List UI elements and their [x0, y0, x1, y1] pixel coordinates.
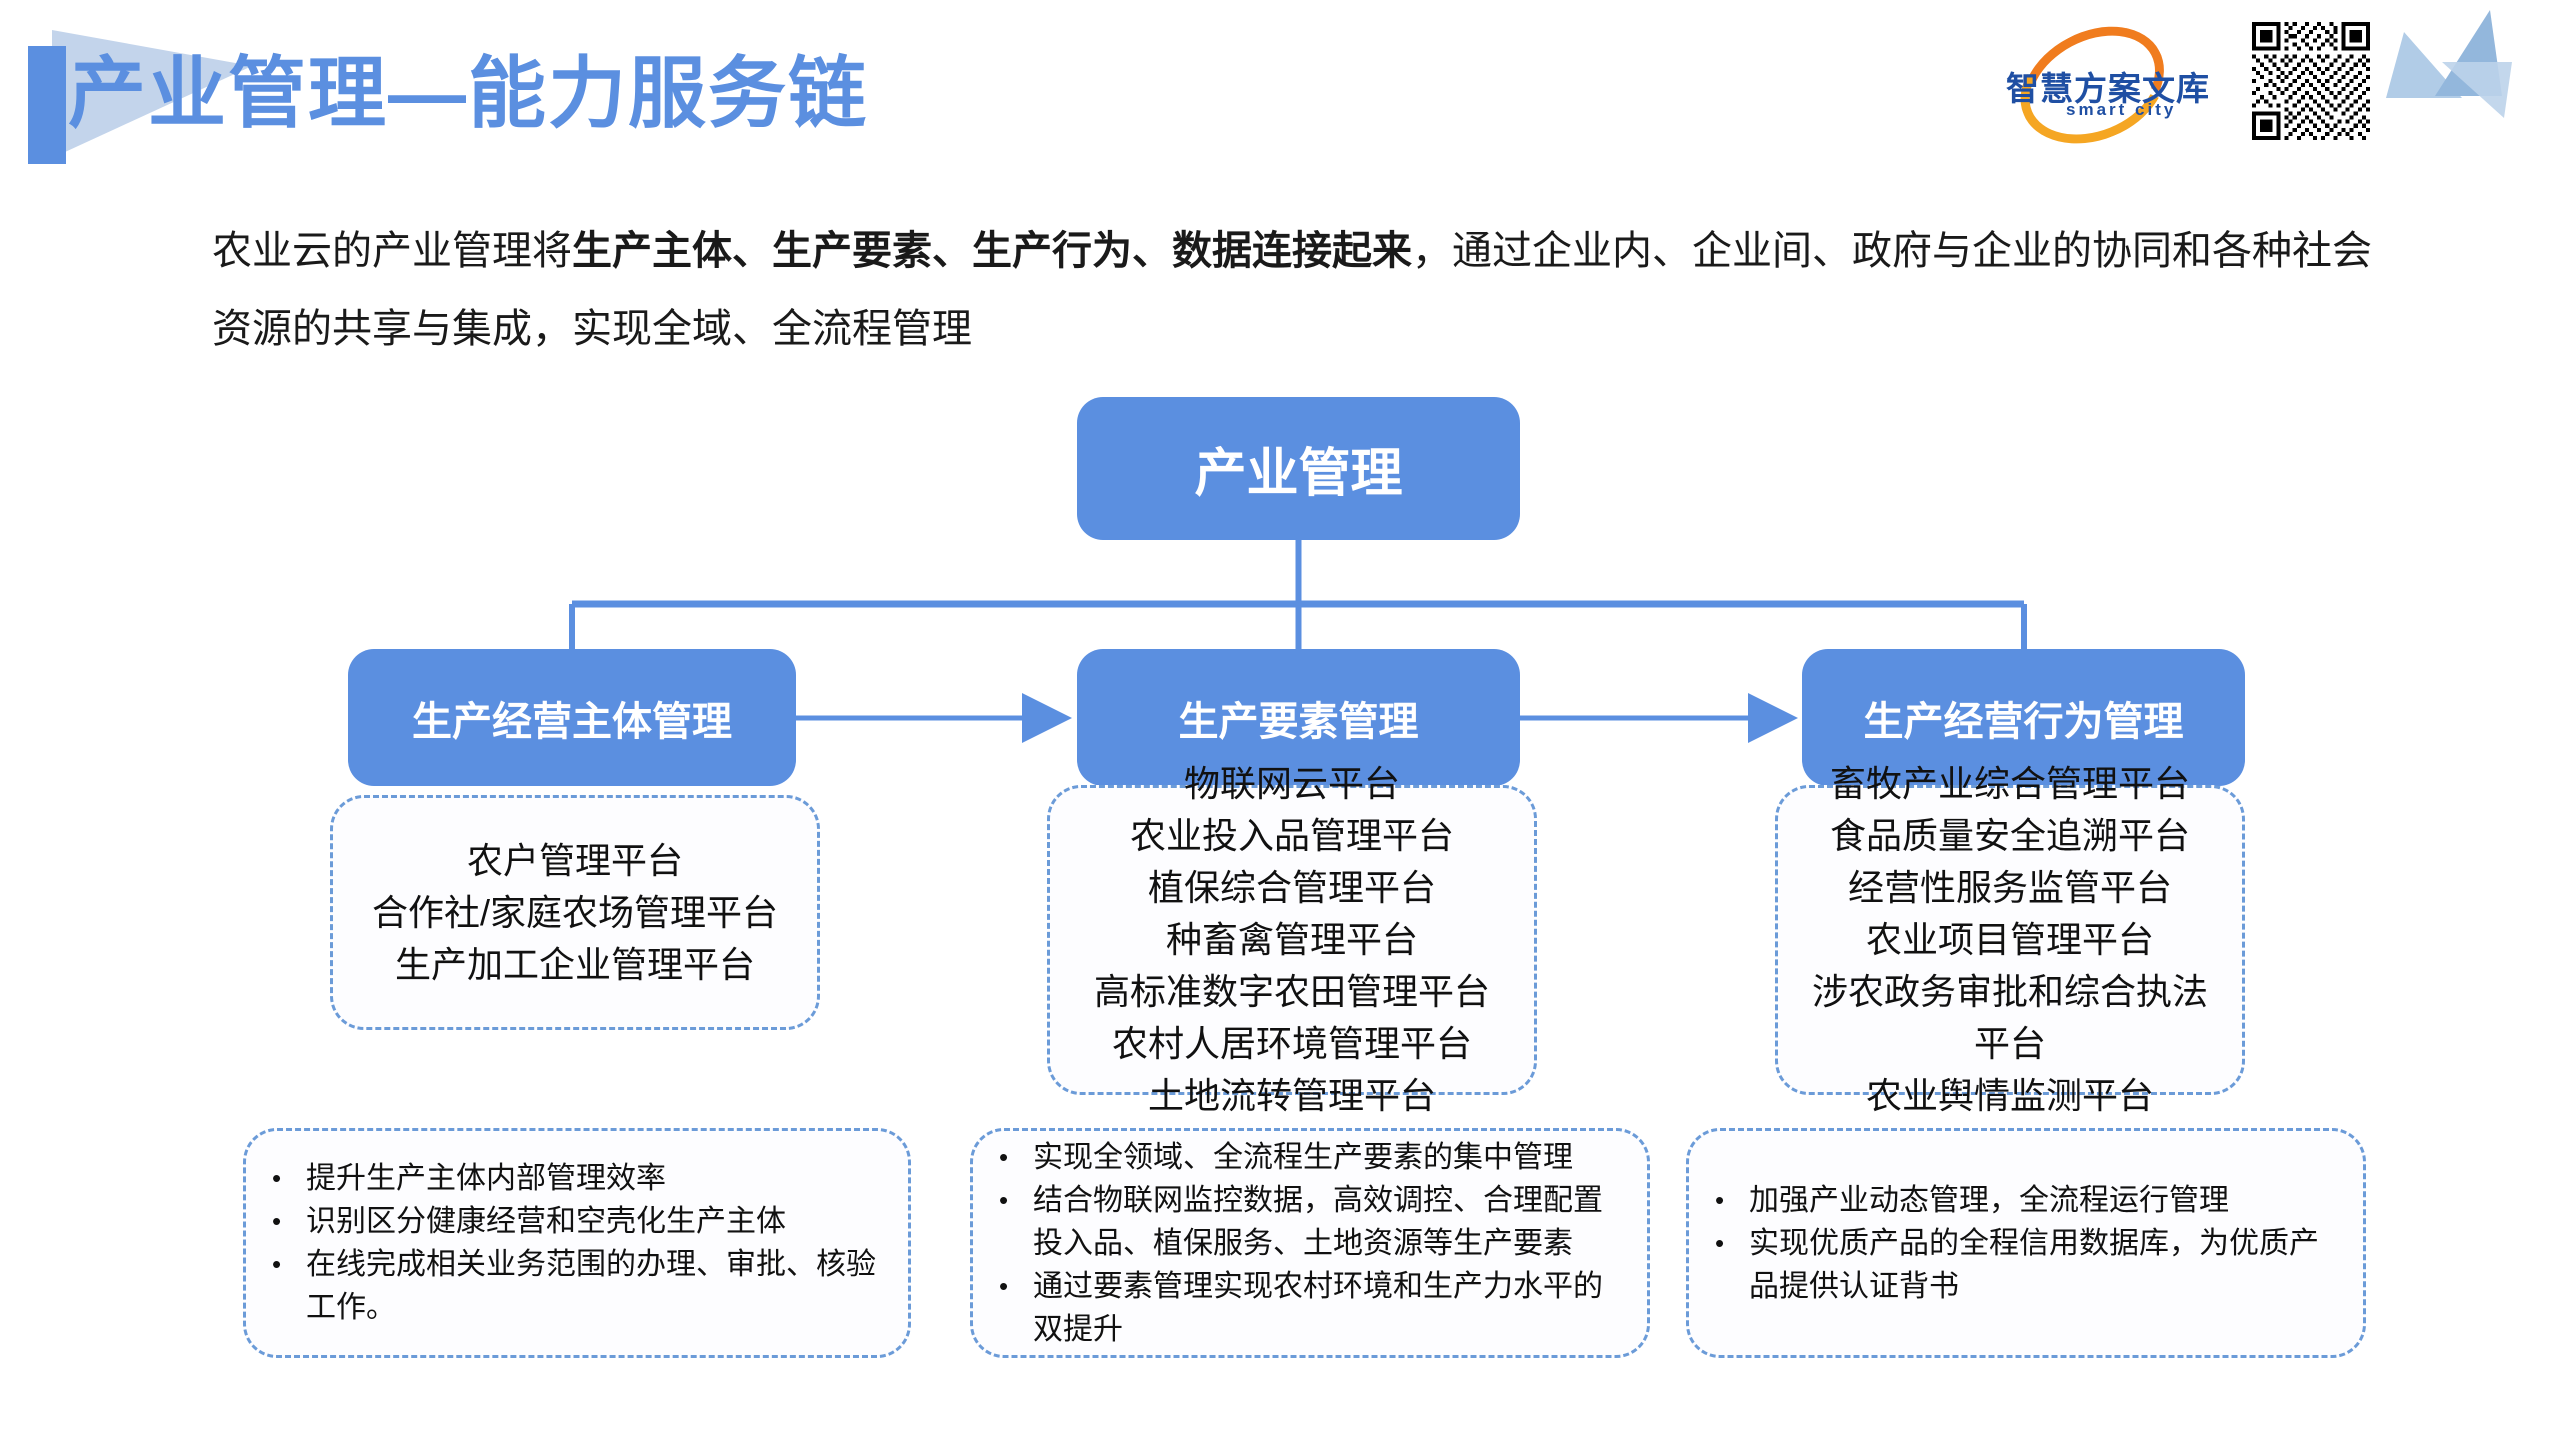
title-decor-triangle-icon [52, 30, 252, 158]
bullet-item: • 提升生产主体内部管理效率 [272, 1157, 878, 1200]
benefit-box-column-1: • 提升生产主体内部管理效率 • 识别区分健康经营和空壳化生产主体 • 在线完成相关业务范… [243, 1128, 911, 1358]
description-paragraph: 农业云的产业管理将生产主体、生产要素、生产行为、数据连接起来，通过企业内、企业间… [212, 212, 2402, 368]
node-root[interactable]: 产业管理 [1077, 397, 1520, 540]
platform-line: 农业项目管理平台 [1865, 919, 2154, 960]
benefit-box-column-2: • 实现全领域、全流程生产要素的集中管理 • 结合物联网监控数据，高效调控、合理配置投… [970, 1128, 1650, 1358]
platform-line: 农业舆情监测平台 [1865, 1075, 2154, 1116]
platform-panel-column-1: 农户管理平台合作社/家庭农场管理平台生产加工企业管理平台 [330, 795, 820, 1030]
bullet-text: 实现优质产品的全程信用数据库，为优质产品提供认证背书 [1749, 1226, 2319, 1303]
description-part2: ，通过企业内、企业间、政府与企业的协同和各种社会资源的共享与集成，实现全域、全流… [212, 229, 2372, 351]
description-bold: 生产主体、生产要素、生产行为、数据连接起来 [572, 229, 1412, 273]
bullet-text: 实现全领域、全流程生产要素的集中管理 [1033, 1140, 1573, 1174]
bullet-item: • 加强产业动态管理，全流程运行管理 [1715, 1179, 2333, 1222]
description-part1: 农业云的产业管理将 [212, 229, 572, 273]
bullet-marker-icon: • [272, 1163, 282, 1193]
benefit-box-column-3: • 加强产业动态管理，全流程运行管理 • 实现优质产品的全程信用数据库，为优质产品提供… [1686, 1128, 2366, 1358]
logo-english-text: smart city [2066, 100, 2177, 119]
node-column-2[interactable]: 生产要素管理 [1077, 649, 1520, 786]
bullet-item: • 结合物联网监控数据，高效调控、合理配置投入品、植保服务、土地资源等生产要素 [999, 1179, 1617, 1265]
platform-line: 物联网云平台 [1183, 763, 1400, 804]
platform-line: 土地流转管理平台 [1147, 1075, 1436, 1116]
platform-line: 食品质量安全追溯平台 [1829, 815, 2190, 856]
bullet-text: 结合物联网监控数据，高效调控、合理配置投入品、植保服务、土地资源等生产要素 [1033, 1183, 1603, 1260]
platform-line: 平台 [1973, 1023, 2046, 1064]
bullet-marker-icon: • [999, 1270, 1009, 1301]
platform-line: 涉农政务审批和综合执法 [1811, 971, 2208, 1012]
bullet-text: 识别区分健康经营和空壳化生产主体 [306, 1205, 786, 1238]
platform-line: 合作社/家庭农场管理平台 [371, 891, 778, 933]
bullet-item: • 实现优质产品的全程信用数据库，为优质产品提供认证背书 [1715, 1222, 2333, 1308]
node-column-1[interactable]: 生产经营主体管理 [348, 649, 796, 786]
platform-line: 畜牧产业综合管理平台 [1829, 763, 2190, 804]
smart-city-logo: 智慧方案文库 smart city [1980, 3, 2230, 169]
bullet-text: 在线完成相关业务范围的办理、审批、核验工作。 [306, 1248, 876, 1324]
bullet-marker-icon: • [1715, 1184, 1725, 1215]
platform-panel-column-3: 畜牧产业综合管理平台食品质量安全追溯平台经营性服务监管平台农业项目管理平台涉农政… [1775, 763, 2245, 1116]
bullet-item: • 实现全领域、全流程生产要素的集中管理 [999, 1136, 1617, 1179]
page-title: 产业管理—能力服务链 [68, 49, 869, 137]
bullet-item: • 通过要素管理实现农村环境和生产力水平的双提升 [999, 1265, 1617, 1351]
platform-line: 高标准数字农田管理平台 [1093, 971, 1490, 1012]
title-accent-bar [28, 46, 66, 164]
qr-code-icon [2252, 22, 2370, 140]
bullet-marker-icon: • [272, 1206, 282, 1236]
bullet-text: 加强产业动态管理，全流程运行管理 [1749, 1183, 2229, 1217]
platform-line: 农村人居环境管理平台 [1111, 1023, 1472, 1064]
bullet-item: • 识别区分健康经营和空壳化生产主体 [272, 1200, 878, 1243]
bullet-marker-icon: • [1715, 1227, 1725, 1258]
bullet-item: • 在线完成相关业务范围的办理、审批、核验工作。 [272, 1243, 878, 1329]
platform-line: 经营性服务监管平台 [1847, 867, 2172, 908]
platform-line: 生产加工企业管理平台 [394, 943, 755, 985]
platform-line: 种畜禽管理平台 [1165, 919, 1418, 960]
platform-panel-column-2: 物联网云平台农业投入品管理平台植保综合管理平台种畜禽管理平台高标准数字农田管理平… [1047, 763, 1537, 1116]
node-column-3[interactable]: 生产经营行为管理 [1802, 649, 2245, 786]
platform-line: 农业投入品管理平台 [1129, 815, 1454, 856]
decor-triangle-c-icon [2442, 62, 2512, 118]
bullet-text: 通过要素管理实现农村环境和生产力水平的双提升 [1033, 1269, 1603, 1346]
bullet-marker-icon: • [999, 1141, 1009, 1172]
bullet-marker-icon: • [999, 1184, 1009, 1215]
logo-chinese-text: 智慧方案文库 [2006, 70, 2210, 107]
bullet-marker-icon: • [272, 1249, 282, 1279]
platform-line: 农户管理平台 [466, 839, 683, 881]
platform-line: 植保综合管理平台 [1147, 867, 1436, 908]
bullet-text: 提升生产主体内部管理效率 [306, 1162, 666, 1195]
